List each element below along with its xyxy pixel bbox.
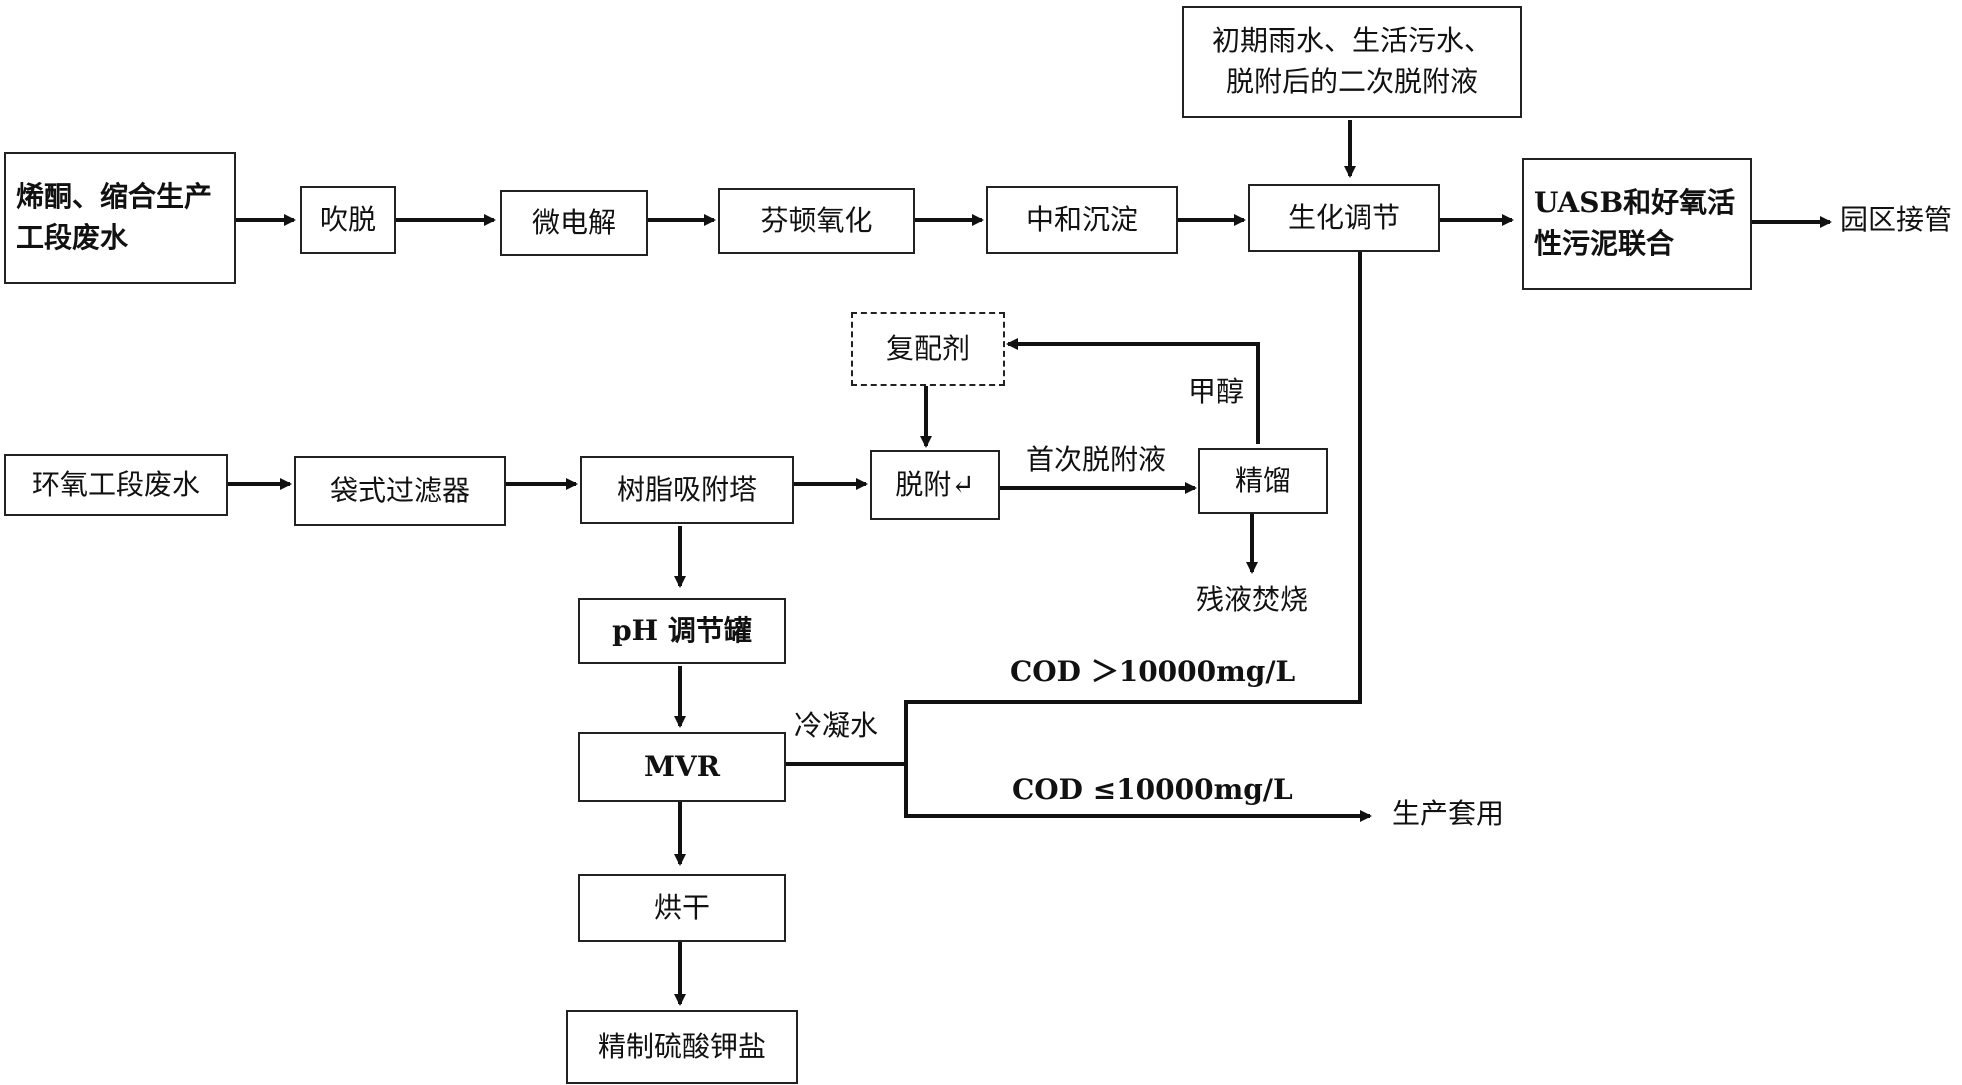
arrow-cod-high-to-bio	[904, 234, 1366, 704]
node-epoxy-wastewater: 环氧工段废水	[4, 454, 228, 516]
node-resin-tower: 树脂吸附塔	[580, 456, 794, 524]
node-refined-k2so4: 精制硫酸钾盐	[566, 1010, 798, 1084]
node-rainwater-source: 初期雨水、生活污水、 脱附后的二次脱附液	[1182, 6, 1522, 118]
node-olefin-wastewater: 烯酮、缩合生产 工段废水	[4, 152, 236, 284]
node-mvr: MVR	[578, 732, 786, 802]
node-park-pipe: 园区接管	[1840, 203, 1953, 236]
node-rectification: 精馏	[1198, 448, 1328, 514]
node-desorption: 脱附↵	[870, 450, 1000, 520]
node-compound-agent: 复配剂	[851, 312, 1005, 386]
node-uasb: UASB和好氧活 性污泥联合	[1522, 158, 1752, 290]
node-bag-filter: 袋式过滤器	[294, 456, 506, 526]
node-micro-electrolysis: 微电解	[500, 190, 648, 256]
node-drying: 烘干	[578, 874, 786, 942]
label-condensate: 冷凝水	[794, 709, 879, 742]
node-fenton-oxidation: 芬顿氧化	[718, 188, 915, 254]
label-cod-low: COD ≤10000mg/L	[1012, 773, 1293, 806]
node-production-reuse: 生产套用	[1392, 797, 1505, 830]
node-neutralization: 中和沉淀	[986, 186, 1178, 254]
node-biochemical-regulation: 生化调节	[1248, 184, 1440, 252]
label-first-desorption-liquid: 首次脱附液	[1026, 443, 1167, 476]
node-ph-tank: pH 调节罐	[578, 598, 786, 664]
arrow-methanol-return	[1006, 338, 1260, 444]
node-residue-incineration: 残液焚烧	[1196, 583, 1309, 616]
label-methanol: 甲醇	[1188, 375, 1245, 408]
label-cod-high: COD ＞10000mg/L	[1010, 655, 1296, 688]
node-stripping: 吹脱	[300, 186, 396, 254]
